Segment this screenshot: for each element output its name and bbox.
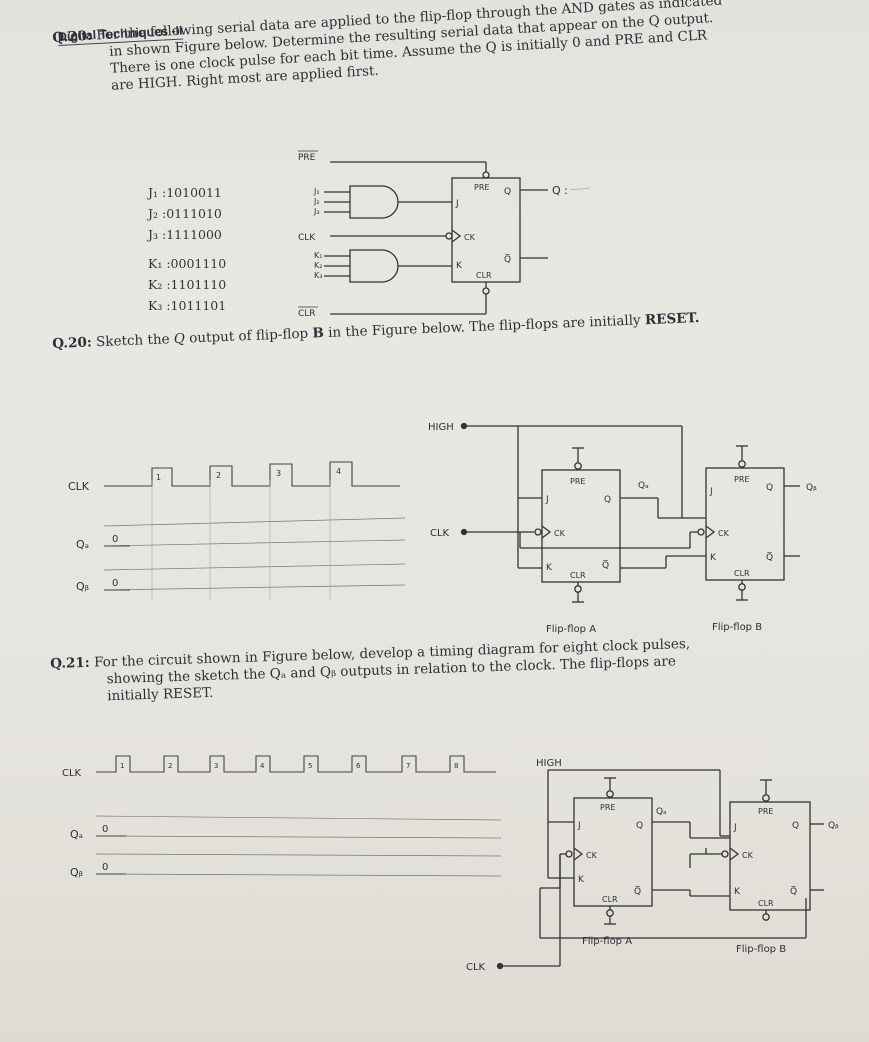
- question-number: Q.21:: [50, 654, 91, 672]
- timing-diagram-q20: CLK 1 2 3 4 Qₐ 0 Qᵦ 0: [68, 461, 406, 600]
- clock-pulse-number: 4: [336, 467, 341, 476]
- q-pin-label: Q: [504, 187, 511, 197]
- ff-b-q-label: Q: [766, 483, 773, 493]
- j3-gate-input-label: J₃: [313, 207, 320, 216]
- high-label: HIGH: [536, 758, 562, 769]
- qa-initial-value: 0: [112, 534, 118, 545]
- ff-a-clr-label: CLR: [602, 895, 618, 904]
- pre-input-label: PRE: [298, 153, 316, 163]
- ff-b-qbar-label: Q̅: [790, 885, 797, 897]
- question-number: Q.20:: [52, 334, 93, 352]
- k1-gate-input-label: K₁: [314, 251, 322, 260]
- ff-b-qbar-label: Q̅: [766, 551, 773, 563]
- clr-pin-label: CLR: [476, 271, 492, 280]
- ff-a-clr-label: CLR: [570, 571, 586, 580]
- input-row-j3: J₃ :1111000: [148, 227, 222, 242]
- q-output-label: Q :: [552, 184, 568, 197]
- ff-a-qbar-label: Q̅: [634, 885, 641, 897]
- question-number: Q.20:: [52, 27, 93, 46]
- clock-pulse-number: 6: [356, 762, 361, 770]
- j2-gate-input-label: J₂: [313, 197, 320, 206]
- clock-pulse-number: 3: [276, 469, 281, 478]
- clock-pulse-number: 8: [454, 762, 458, 770]
- clock-pulse-number: 7: [406, 762, 410, 770]
- ff-b-k-label: K: [710, 553, 717, 563]
- ff-a-j-label: J: [545, 495, 549, 505]
- input-row-j1: J₁ :1010011: [148, 185, 222, 200]
- two-flip-flop-circuit-q20: HIGH CLK PRE CLR J K CK Q Q̅ Qₐ PRE CLR …: [428, 422, 817, 635]
- ff-b-j-label: J: [709, 487, 713, 497]
- k-pin-label: K: [456, 261, 463, 271]
- high-label: HIGH: [428, 422, 454, 433]
- qa-initial-value: 0: [102, 824, 108, 835]
- question-21: Q.21: For the circuit shown in Figure be…: [50, 631, 851, 707]
- ff-a-q-label: Q: [636, 821, 643, 831]
- j1-gate-input-label: J₁: [313, 187, 320, 196]
- input-row-k2: K₂ :1101110: [148, 277, 227, 292]
- clock-pulse-number: 2: [216, 471, 221, 480]
- qb-output-label: Qᵦ: [828, 821, 839, 831]
- ff-b-j-label: J: [733, 823, 737, 833]
- clock-pulse-number: 2: [168, 762, 172, 770]
- flip-flop-b-caption: Flip-flop B: [712, 622, 762, 633]
- ck-pin-label: CK: [464, 233, 476, 242]
- clock-pulse-number: 5: [308, 762, 312, 770]
- qb-signal-label: Qᵦ: [70, 866, 83, 879]
- clk-signal-label: CLK: [62, 768, 82, 779]
- ff-b-q-label: Q: [792, 821, 799, 831]
- clk-input-label: CLK: [466, 962, 486, 973]
- flip-flop-a-caption: Flip-flop A: [582, 936, 632, 947]
- ff-b-ck-label: CK: [742, 851, 754, 860]
- ff-b-k-label: K: [734, 887, 741, 897]
- clk-signal-label: CLK: [68, 480, 90, 493]
- clock-pulse-number: 3: [214, 762, 218, 770]
- input-row-k3: K₃ :1011101: [148, 298, 227, 313]
- question-20-jk-and: Q.20: For the following serial data are …: [52, 0, 845, 98]
- j-pin-label: J: [455, 199, 459, 209]
- qa-output-label: Qₐ: [656, 807, 667, 817]
- jk-and-circuit-diagram: PRE CLK CLR J₁ J₂ J₃ K₁ K₂ K₃ J K PRE CL…: [298, 150, 590, 319]
- ff-a-qbar-label: Q̅: [602, 559, 609, 571]
- clk-input-label: CLK: [298, 233, 316, 243]
- qb-initial-value: 0: [112, 578, 118, 589]
- ff-b-pre-label: PRE: [734, 475, 749, 484]
- k2-gate-input-label: K₂: [314, 261, 322, 270]
- qa-signal-label: Qₐ: [76, 538, 89, 551]
- ff-a-pre-label: PRE: [600, 803, 615, 812]
- qa-signal-label: Qₐ: [70, 828, 83, 841]
- ff-a-pre-label: PRE: [570, 477, 585, 486]
- qb-output-label: Qᵦ: [806, 483, 817, 493]
- k3-gate-input-label: K₃: [314, 271, 322, 280]
- ff-a-k-label: K: [578, 875, 585, 885]
- qb-signal-label: Qᵦ: [76, 580, 89, 593]
- ff-b-clr-label: CLR: [734, 569, 750, 578]
- two-flip-flop-circuit-q21: HIGH CLK PRE CLR J K CK Q Q̅ Qₐ PRE CLR …: [466, 758, 839, 973]
- ff-a-ck-label: CK: [554, 529, 566, 538]
- qb-initial-value: 0: [102, 862, 108, 873]
- serial-input-list: J₁ :1010011 J₂ :0111010 J₃ :1111000 K₁ :…: [148, 182, 226, 316]
- flip-flop-a-caption: Flip-flop A: [546, 624, 596, 635]
- qbar-pin-label: Q̅: [504, 253, 511, 265]
- ff-b-pre-label: PRE: [758, 807, 773, 816]
- pre-pin-label: PRE: [474, 183, 489, 192]
- ff-a-q-label: Q: [604, 495, 611, 505]
- flip-flop-b-caption: Flip-flop B: [736, 944, 786, 955]
- input-row-k1: K₁ :0001110: [148, 256, 227, 271]
- clk-input-label: CLK: [430, 528, 450, 539]
- ff-a-k-label: K: [546, 563, 553, 573]
- ff-a-ck-label: CK: [586, 851, 598, 860]
- qa-output-label: Qₐ: [638, 481, 649, 491]
- clock-pulse-number: 4: [260, 762, 265, 770]
- clock-pulse-number: 1: [156, 473, 161, 482]
- input-row-j2: J₂ :0111010: [148, 206, 222, 221]
- ff-a-j-label: J: [577, 821, 581, 831]
- ff-b-ck-label: CK: [718, 529, 730, 538]
- ff-b-clr-label: CLR: [758, 899, 774, 908]
- clr-input-label: CLR: [298, 309, 316, 319]
- clock-pulse-number: 1: [120, 762, 124, 770]
- timing-diagram-q21: CLK 1 2 3 4 5 6 7 8 Qₐ 0 Qᵦ 0: [62, 755, 502, 879]
